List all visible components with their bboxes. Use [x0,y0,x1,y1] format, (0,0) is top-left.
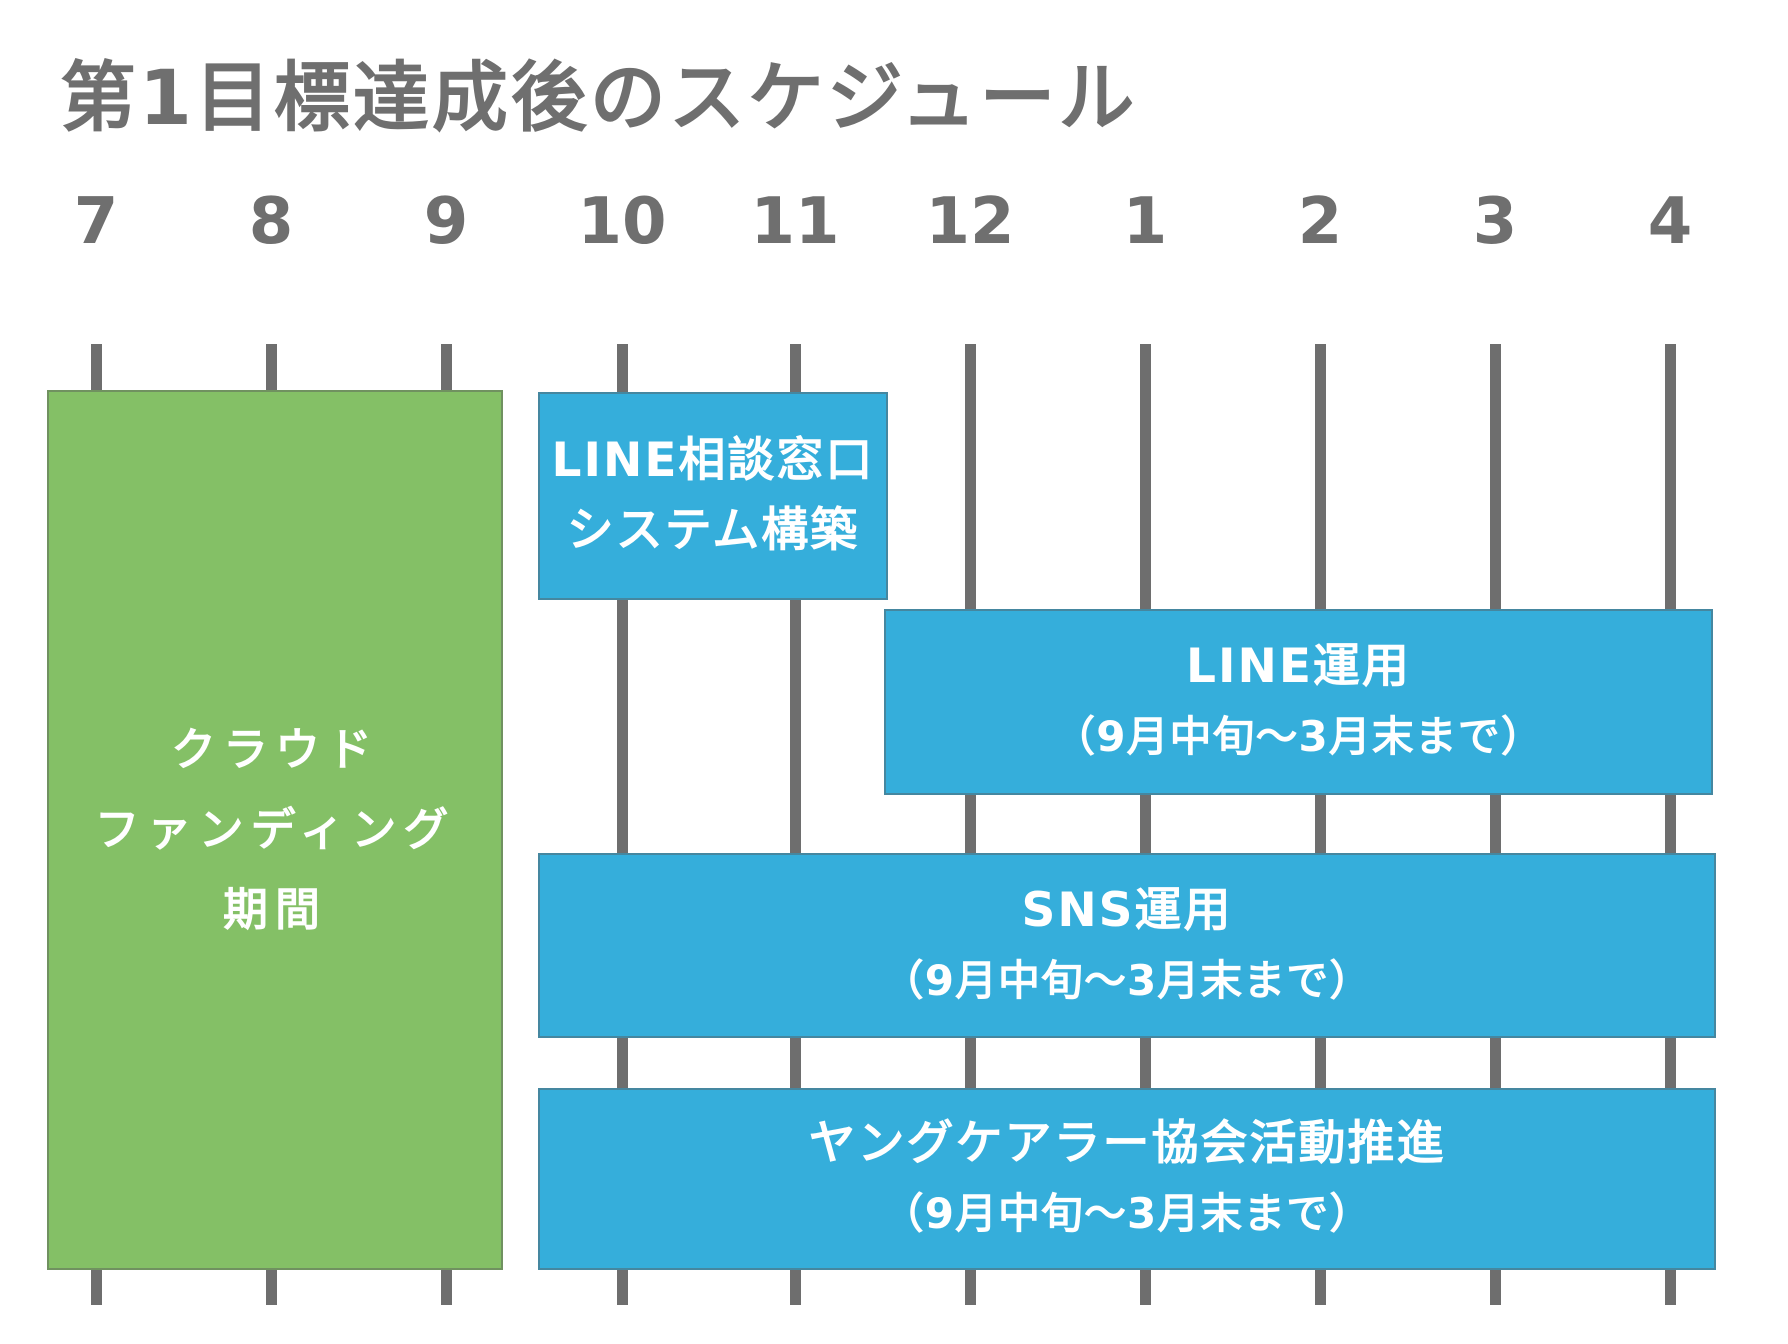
month-label-7: 7 [73,185,119,259]
month-gridline-10 [617,344,628,1305]
task-label: LINE相談窓口 [551,433,875,488]
month-gridline-12 [965,344,976,1305]
task-label: ヤングケアラー協会活動推進 [808,1116,1446,1171]
task-label: SNS運用 [1021,882,1233,938]
month-label-11: 11 [750,185,840,259]
month-label-9: 9 [423,185,469,259]
month-label-2: 2 [1297,185,1343,259]
task-label: ファンディング [94,803,456,856]
task-label: （9月中旬〜3月末まで） [881,955,1373,1005]
month-label-3: 3 [1472,185,1518,259]
task-bar: LINE運用 （9月中旬〜3月末まで） [884,609,1713,795]
task-bar: クラウドファンディング期間 [47,390,503,1270]
task-label: クラウド [170,723,379,776]
month-gridline-11 [790,344,801,1305]
month-gridline-4 [1665,344,1676,1305]
task-bar: LINE相談窓口システム構築 [538,392,888,600]
task-label: （9月中旬〜3月末まで） [1053,712,1544,761]
task-label: LINE運用 [1186,639,1411,694]
month-label-10: 10 [577,185,667,259]
month-label-8: 8 [248,185,294,259]
chart-title: 第1目標達成後のスケジュール [60,53,1138,142]
month-label-1: 1 [1122,185,1168,259]
month-gridline-1 [1140,344,1151,1305]
task-label: 期間 [222,883,327,936]
month-label-4: 4 [1647,185,1693,259]
task-bar: ヤングケアラー協会活動推進 （9月中旬〜3月末まで） [538,1088,1716,1270]
month-gridline-3 [1490,344,1501,1305]
month-gridline-2 [1315,344,1326,1305]
month-label-12: 12 [925,185,1015,259]
task-label: システム構築 [566,503,860,558]
task-label: （9月中旬〜3月末まで） [881,1189,1373,1238]
task-bar: SNS運用 （9月中旬〜3月末まで） [538,853,1716,1038]
